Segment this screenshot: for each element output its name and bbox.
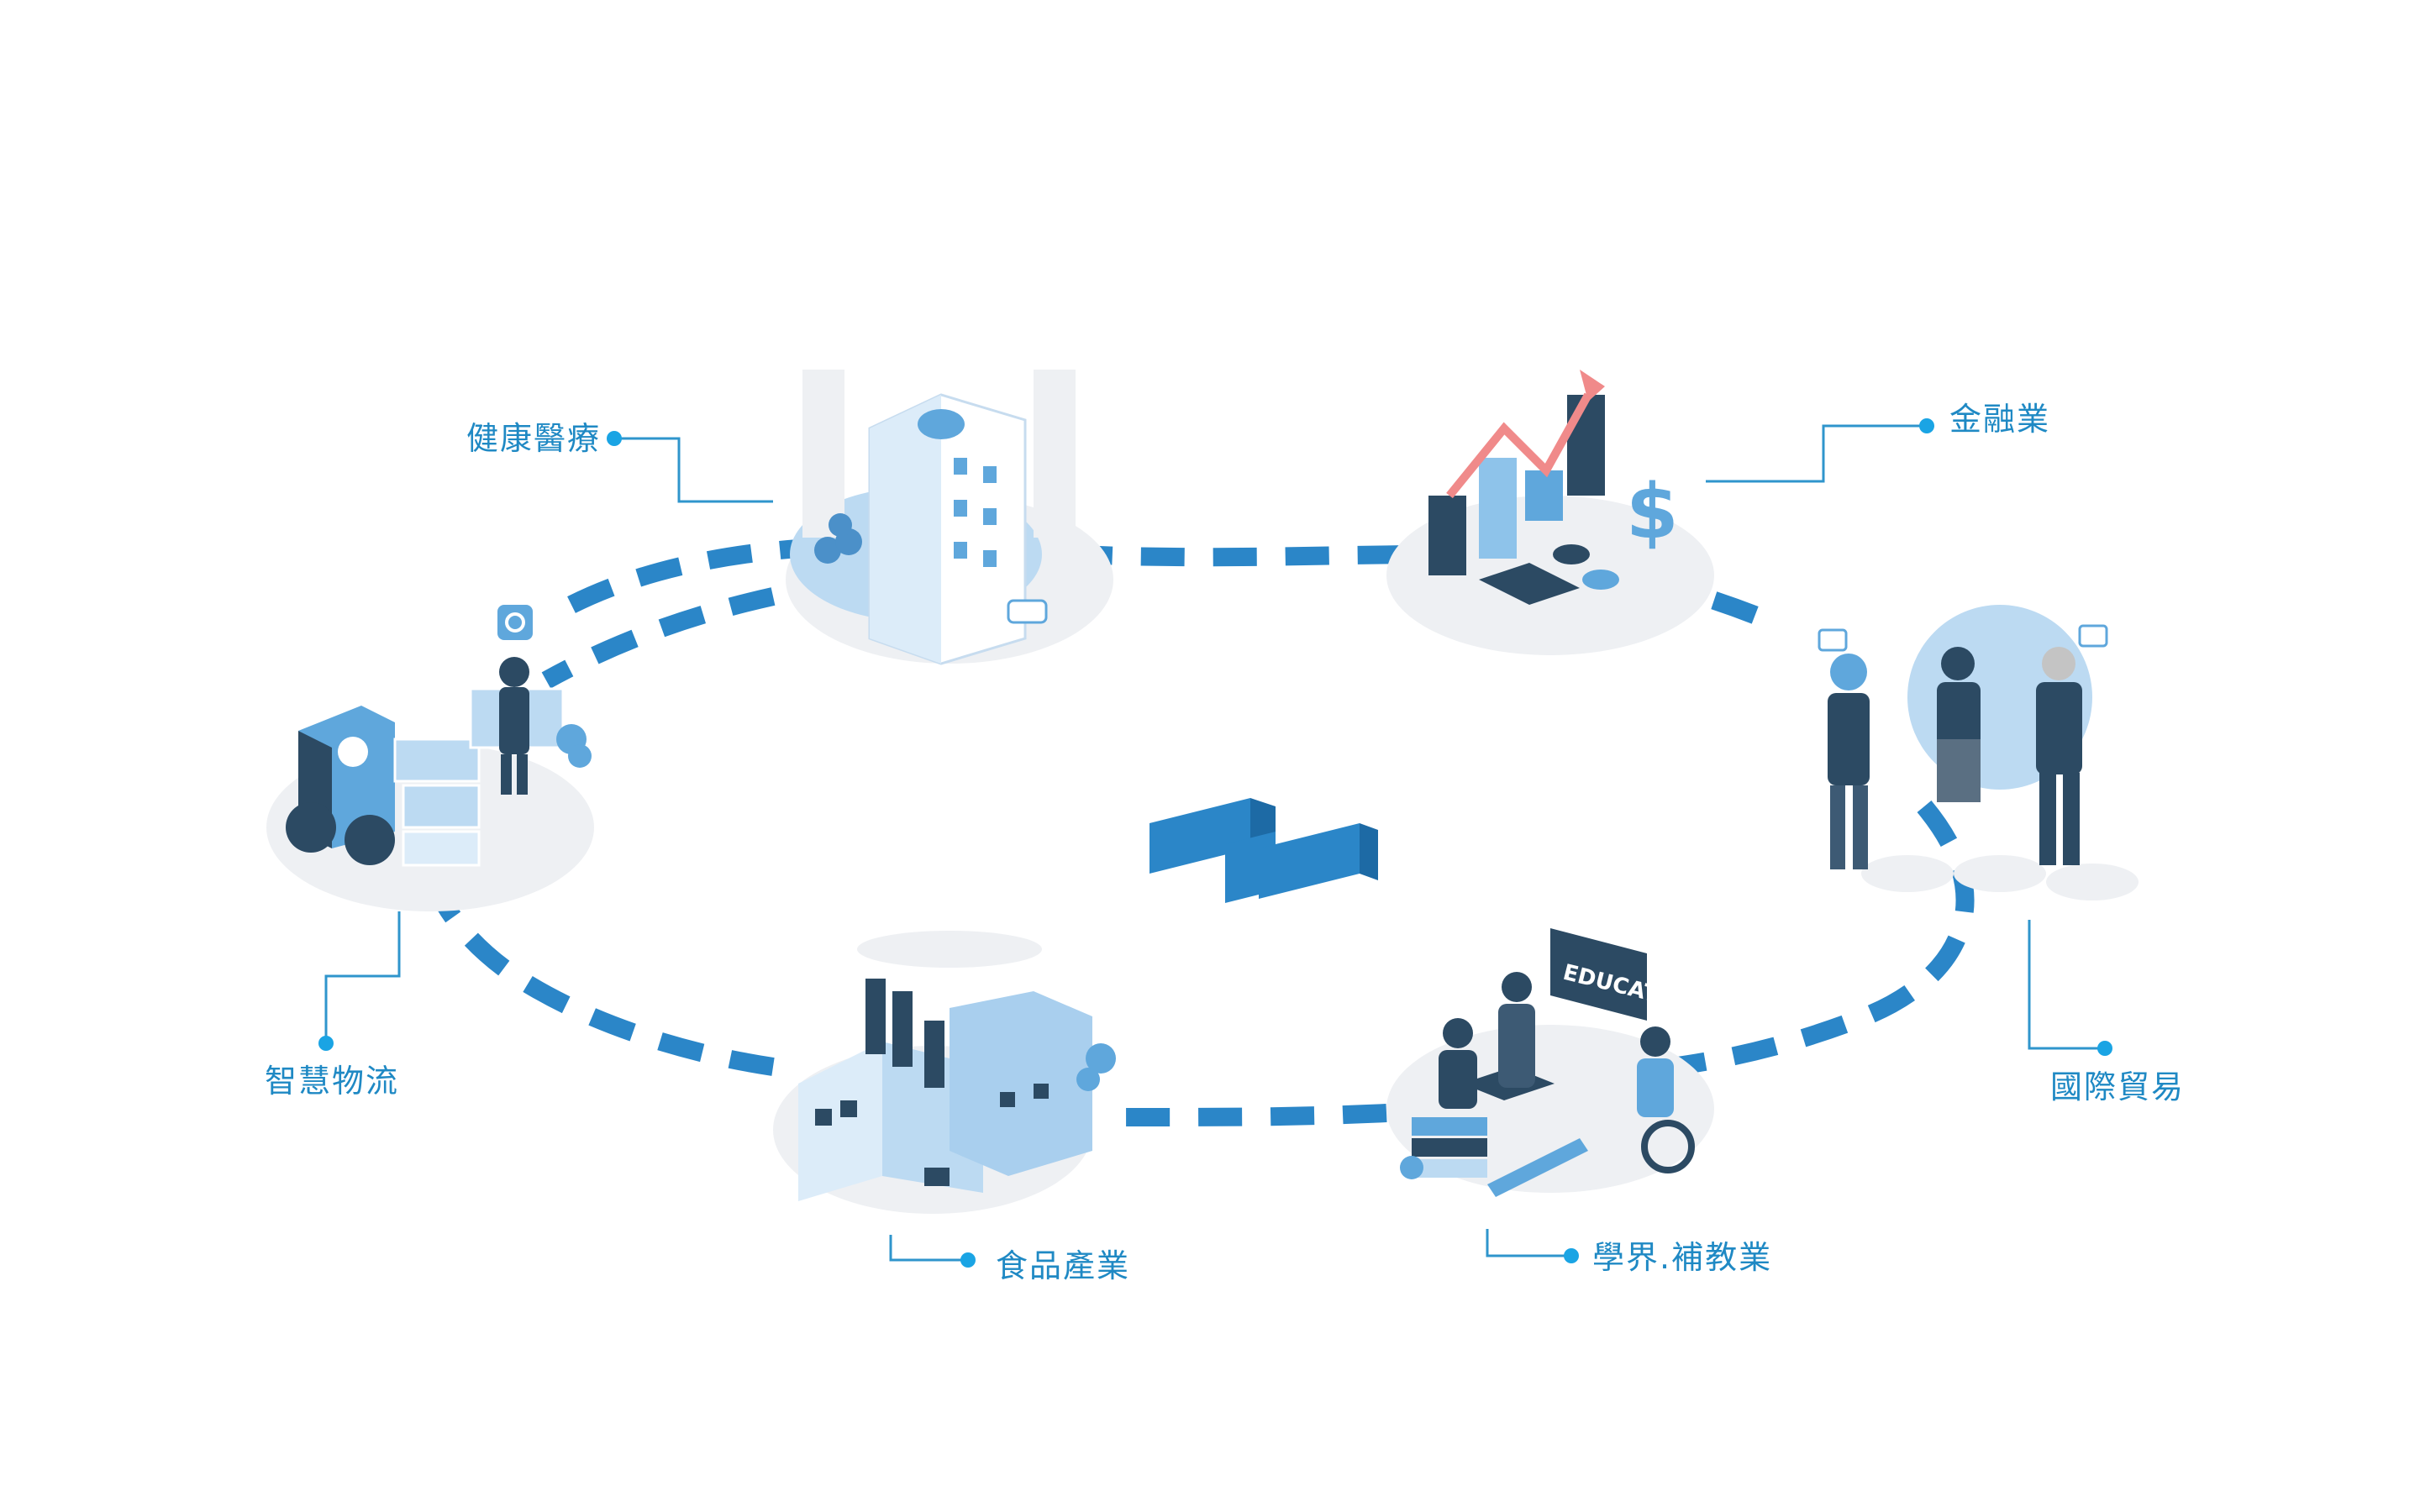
label-connector-dots [318, 418, 2112, 1268]
forklift-warehouse-icon [266, 605, 594, 911]
label-logistics: 智慧物流 [265, 1063, 400, 1100]
label-connector-lines [324, 424, 2105, 1262]
label-education: 學界.補教業 [1592, 1239, 1773, 1276]
label-trade: 國際貿易 [2050, 1068, 2186, 1105]
label-healthcare: 健康醫療 [466, 420, 602, 457]
label-food: 食品產業 [996, 1247, 1131, 1284]
svg-text:$: $ [1626, 468, 1679, 556]
brand-z-logo-icon [1150, 798, 1378, 903]
factory-icon [773, 931, 1116, 1214]
business-people-globe-icon [1818, 605, 2139, 900]
finance-growth-chart-icon: $ [1386, 370, 1714, 655]
education-classroom-icon: EDUCATION [1386, 928, 1714, 1197]
hospital-building-icon [786, 370, 1113, 665]
label-finance: 金融業 [1949, 401, 2051, 438]
